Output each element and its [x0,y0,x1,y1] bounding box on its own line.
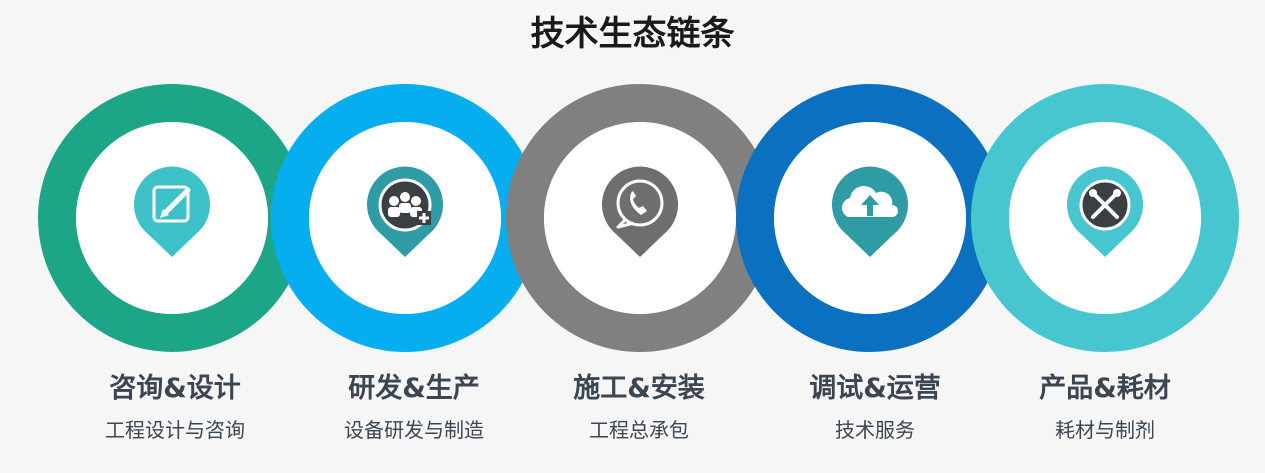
ring-bottom-2 [271,217,539,352]
tools-icon [1079,179,1131,231]
cloud-upload-icon [841,185,898,217]
map-pin-3 [602,166,678,257]
step-sublabel-construction-install: 工程总承包 [589,418,689,442]
step-sublabel-debug-operation: 技术服务 [835,418,915,442]
ring-top-5 [971,84,1239,219]
pencil-icon [152,185,191,223]
map-pin-4 [832,166,908,257]
step-label-rnd-production: 研发&生产 [348,373,480,404]
step-sublabel-rnd-production: 设备研发与制造 [344,418,484,442]
step-sublabel-consulting-design: 工程设计与咨询 [105,418,245,442]
ring-bottom-3 [506,217,774,352]
ring-top-2 [271,84,539,219]
ring-bottom-1 [38,217,306,352]
ring-top-3 [506,84,774,219]
step-label-consulting-design: 咨询&设计 [109,373,241,404]
team-icon [378,178,432,232]
step-sublabel-products-consumables: 耗材与制剂 [1055,418,1155,442]
map-pin-1 [134,166,210,257]
step-label-construction-install: 施工&安装 [573,373,705,404]
ring-bottom-5 [971,217,1239,352]
ring-bottom-4 [736,217,1004,352]
step-label-products-consumables: 产品&耗材 [1039,373,1171,404]
ring-top-4 [736,84,1004,219]
step-label-debug-operation: 调试&运营 [809,373,941,404]
map-pin-2 [367,166,443,257]
page-title: 技术生态链条 [530,14,735,54]
map-pin-5 [1067,166,1143,257]
ring-top-1 [38,84,306,219]
phone-icon [616,179,664,229]
